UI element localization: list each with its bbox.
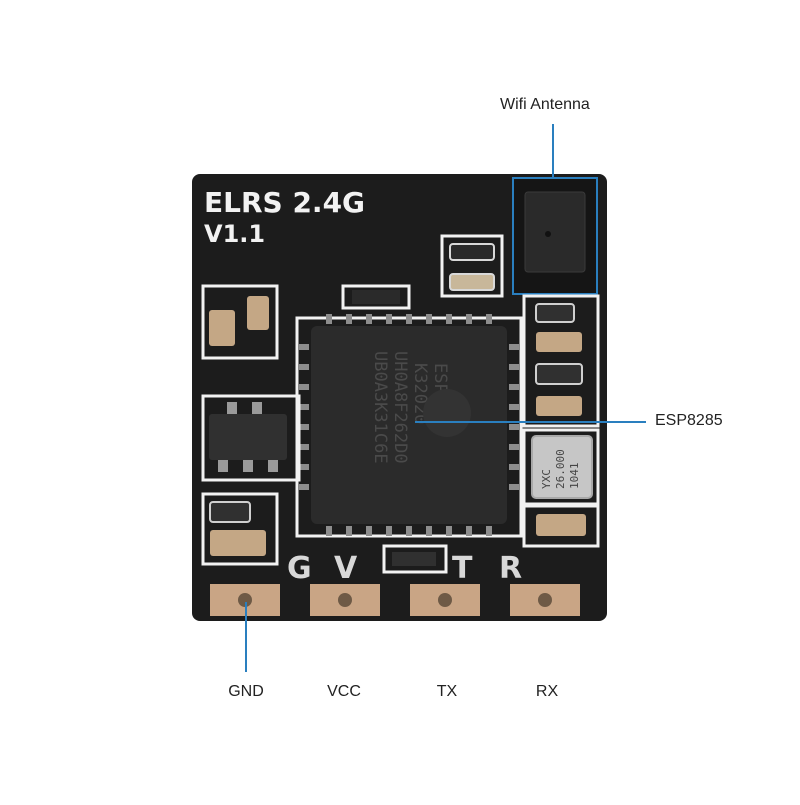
tx-label: TX [436, 683, 458, 700]
esp8285-chip [311, 326, 507, 524]
antenna-dot [545, 231, 551, 237]
crystal-line-1: YXC [540, 469, 553, 489]
callout-lines [245, 124, 646, 672]
capacitor-c6 [535, 303, 575, 323]
regulator-outline [201, 394, 301, 482]
capacitor-c1 [449, 273, 495, 291]
silk-pin-v: V [334, 551, 358, 586]
chip-mark-4: UB0A3K31C6E [370, 351, 390, 464]
silk-pin-t: T [452, 551, 473, 586]
gnd-label: GND [228, 683, 264, 700]
silk-pin-g: G [287, 551, 312, 586]
espressif-logo [423, 389, 471, 437]
antenna-label: Wifi Antenna [500, 96, 590, 113]
regulator-pins [218, 402, 278, 472]
crystal [531, 435, 593, 499]
resistor-r1 [449, 243, 495, 261]
antenna-component [524, 191, 586, 273]
capacitor-c10 [536, 514, 586, 536]
crystal-line-3: 1041 [568, 463, 581, 490]
right-passives-outline [522, 294, 600, 428]
board-title: ELRS 2.4G [204, 186, 365, 219]
capacitor-c3 [247, 296, 269, 330]
capacitor-c2 [209, 310, 235, 346]
crystal-outline [522, 428, 600, 506]
left-bottom-cap-outline [201, 492, 279, 566]
resistor-r2 [341, 284, 411, 310]
crystal-text: YXC 26.000 1041 [540, 449, 581, 489]
chip-mark-3: UH0A8F262D0 [390, 351, 410, 464]
chip-label: ESP8285 [655, 412, 723, 429]
board-version: V1.1 [204, 220, 265, 248]
chip-pins [299, 314, 519, 536]
capacitor-c9 [536, 396, 582, 416]
resistor-r3-body [392, 552, 436, 566]
rx-label: RX [535, 683, 559, 700]
regulator [209, 414, 287, 460]
bottom-right-cap-outline [522, 504, 600, 548]
capacitor-c4 [209, 501, 251, 523]
passives-top-center [440, 234, 504, 298]
resistor-r2-body [352, 290, 400, 304]
vcc-label: VCC [327, 683, 361, 700]
capacitor-c8 [535, 363, 583, 385]
resistor-r3 [382, 544, 448, 574]
silk-pin-labels: G V T R [287, 551, 522, 586]
crystal-line-2: 26.000 [554, 449, 567, 489]
left-cap-outline [201, 284, 279, 360]
silk-pin-r: R [499, 551, 522, 586]
capacitor-c5 [210, 530, 266, 556]
capacitor-c7 [536, 332, 582, 352]
